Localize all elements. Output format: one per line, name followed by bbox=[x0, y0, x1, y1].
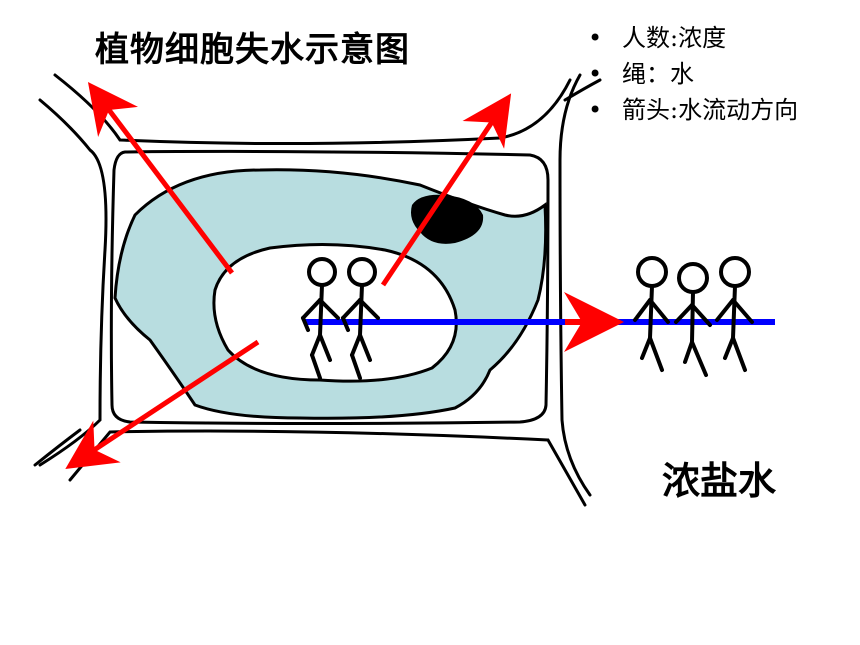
legend-item-water: • 绳：水 bbox=[588, 56, 798, 92]
stick-figure-icon bbox=[301, 257, 340, 380]
stick-figure-icon bbox=[341, 257, 380, 380]
nucleus bbox=[411, 194, 484, 244]
legend-list: • 人数:浓度 • 绳：水 • 箭头:水流动方向 bbox=[588, 20, 798, 128]
stick-figure-icon bbox=[633, 256, 670, 372]
legend-text: 绳：水 bbox=[622, 60, 694, 88]
arrow-icon bbox=[87, 82, 234, 275]
arrow-icon bbox=[380, 93, 512, 287]
legend-text: 箭头:水流动方向 bbox=[622, 96, 799, 124]
stick-figure-icon bbox=[674, 262, 712, 377]
stick-figure-icon bbox=[715, 256, 754, 372]
people-inside bbox=[301, 257, 380, 380]
legend-bullet: • bbox=[588, 24, 603, 52]
legend-text: 人数:浓度 bbox=[622, 24, 727, 52]
legend-bullet: • bbox=[588, 96, 603, 124]
water-flow-arrows bbox=[65, 82, 512, 470]
outside-solution-label: 浓盐水 bbox=[662, 459, 777, 503]
arrow-icon bbox=[65, 339, 260, 470]
people-outside bbox=[633, 256, 754, 377]
legend-item-concentration: • 人数:浓度 bbox=[588, 20, 798, 56]
diagram-title: 植物细胞失水示意图 bbox=[95, 30, 410, 70]
legend-item-flow-direction: • 箭头:水流动方向 bbox=[588, 92, 798, 128]
